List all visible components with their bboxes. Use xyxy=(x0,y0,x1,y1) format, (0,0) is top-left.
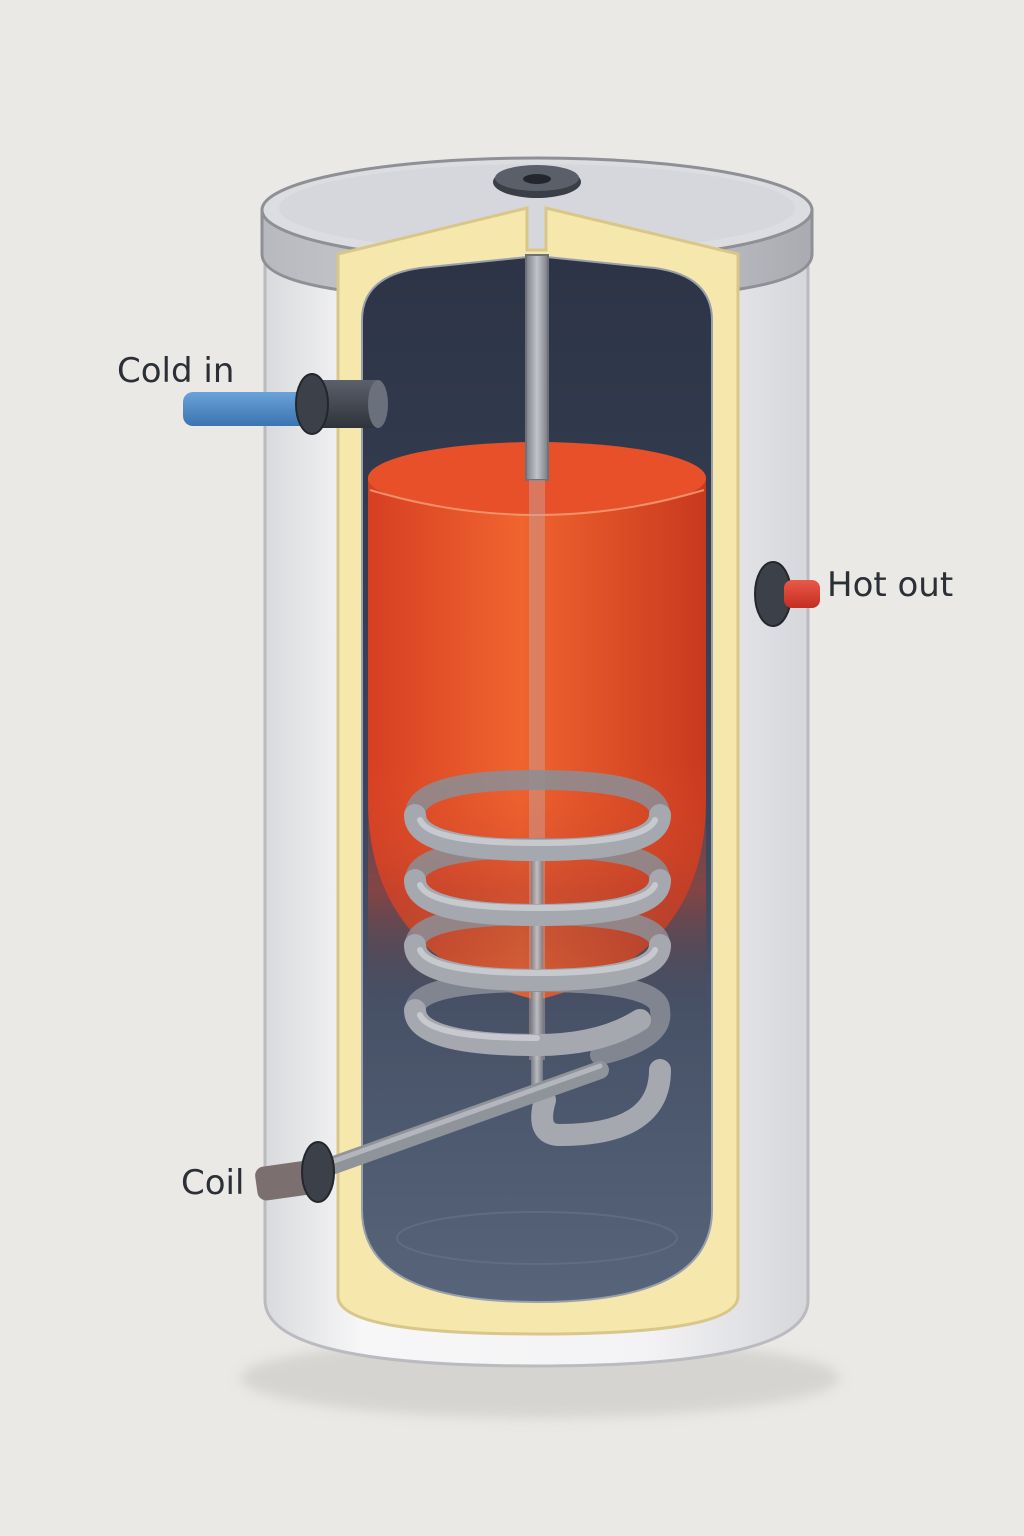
top-port xyxy=(493,165,581,198)
label-cold-in: Cold in xyxy=(117,351,234,391)
anode-rod xyxy=(525,254,549,1090)
heating-coil xyxy=(311,769,671,1179)
label-hot-out: Hot out xyxy=(827,565,953,605)
label-coil: Coil xyxy=(181,1163,244,1203)
hot-out-pipe xyxy=(754,561,820,627)
cold-in-pipe xyxy=(183,373,388,435)
coil-fitting xyxy=(255,1141,335,1203)
